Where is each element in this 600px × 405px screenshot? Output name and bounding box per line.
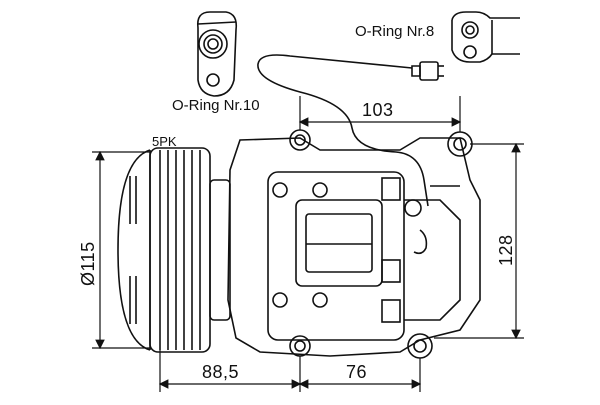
oring10-fitting xyxy=(196,11,238,97)
oring10-label: O-Ring Nr.10 xyxy=(172,97,260,114)
dim-76-label: 76 xyxy=(346,362,367,382)
pulley-label: 5PK xyxy=(152,134,177,149)
dim-88-5-label: 88,5 xyxy=(202,362,239,382)
dim-115 xyxy=(92,150,150,350)
dim-103-label: 103 xyxy=(362,100,394,120)
dim-bottom xyxy=(158,350,422,392)
oring8-label: O-Ring Nr.8 xyxy=(355,23,434,40)
dim-128 xyxy=(434,142,524,340)
oring8-fitting xyxy=(451,11,520,63)
compressor-body xyxy=(227,137,481,357)
sensor-wire xyxy=(257,54,444,207)
dim-128-label: 128 xyxy=(496,234,516,266)
pulley xyxy=(117,147,231,353)
dim-115-label: Ø115 xyxy=(78,241,98,286)
dim-103 xyxy=(298,96,462,132)
